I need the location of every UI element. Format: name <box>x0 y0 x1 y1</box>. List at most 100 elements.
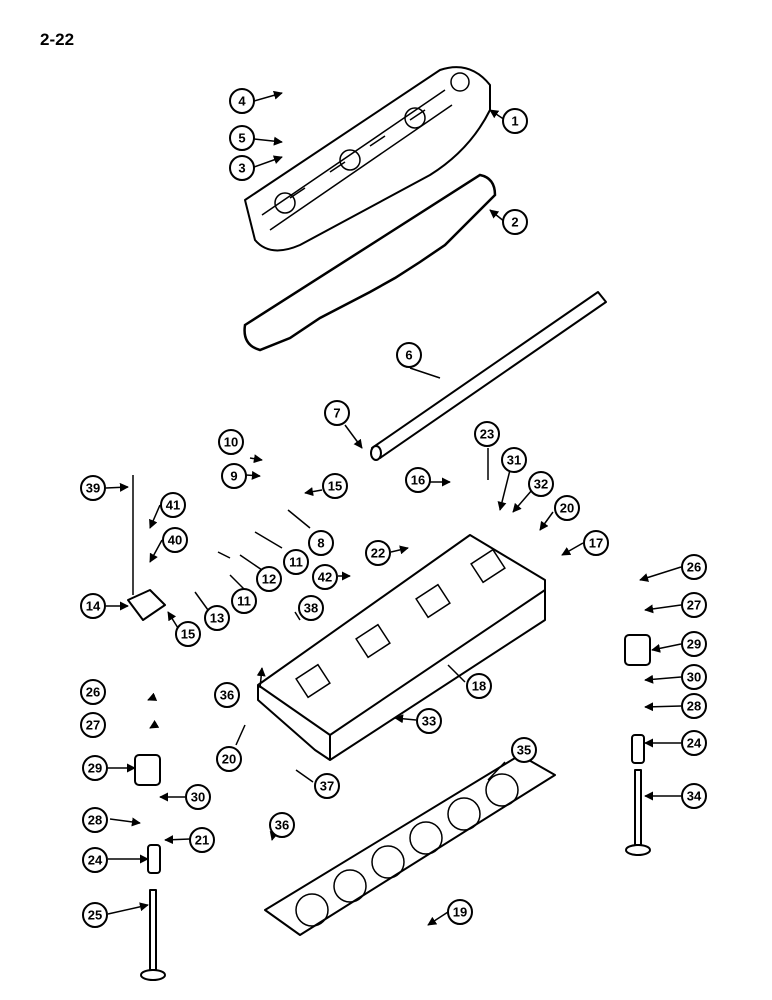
callout: 24 <box>681 730 707 756</box>
callout: 11 <box>231 588 257 614</box>
callout: 11 <box>283 549 309 575</box>
svg-text:15: 15 <box>328 479 342 494</box>
callout: 42 <box>312 564 338 590</box>
svg-text:41: 41 <box>166 498 180 513</box>
head-gasket <box>264 754 556 936</box>
callout: 14 <box>80 593 106 619</box>
svg-text:2: 2 <box>511 215 518 230</box>
callout: 8 <box>308 530 334 556</box>
cylinder-head <box>257 534 546 761</box>
svg-text:40: 40 <box>168 533 182 548</box>
svg-text:24: 24 <box>687 736 702 751</box>
svg-text:28: 28 <box>687 699 701 714</box>
svg-text:4: 4 <box>238 94 246 109</box>
callout: 40 <box>162 527 188 553</box>
svg-text:30: 30 <box>191 790 205 805</box>
svg-text:8: 8 <box>317 536 324 551</box>
callout: 30 <box>681 664 707 690</box>
left-valve-stack <box>134 754 166 981</box>
svg-text:27: 27 <box>687 598 701 613</box>
callout: 26 <box>681 554 707 580</box>
svg-text:28: 28 <box>88 813 102 828</box>
rocker-cover <box>244 66 491 252</box>
callout: 29 <box>82 755 108 781</box>
svg-text:7: 7 <box>333 406 340 421</box>
svg-text:10: 10 <box>224 435 238 450</box>
svg-text:36: 36 <box>275 818 289 833</box>
rocker-support-bracket <box>127 475 166 621</box>
callout: 28 <box>681 693 707 719</box>
svg-text:11: 11 <box>289 555 303 570</box>
svg-text:42: 42 <box>318 570 332 585</box>
svg-text:36: 36 <box>220 688 234 703</box>
callout: 25 <box>82 902 108 928</box>
callout: 19 <box>447 899 473 925</box>
callout: 26 <box>80 679 106 705</box>
callout: 12 <box>256 566 282 592</box>
svg-text:37: 37 <box>320 779 334 794</box>
callout: 36 <box>214 682 240 708</box>
callout: 38 <box>298 595 324 621</box>
callout: 27 <box>80 712 106 738</box>
svg-text:15: 15 <box>181 627 195 642</box>
callout: 20 <box>554 495 580 521</box>
svg-text:20: 20 <box>222 752 236 767</box>
callout: 35 <box>511 737 537 763</box>
callout: 29 <box>681 631 707 657</box>
callout: 16 <box>405 467 431 493</box>
callout: 2 <box>502 209 528 235</box>
callout: 15 <box>322 473 348 499</box>
svg-text:30: 30 <box>687 670 701 685</box>
callout: 9 <box>221 463 247 489</box>
svg-text:24: 24 <box>88 853 103 868</box>
svg-text:22: 22 <box>371 546 385 561</box>
svg-text:16: 16 <box>411 473 425 488</box>
callout: 5 <box>229 125 255 151</box>
callout: 15 <box>175 621 201 647</box>
callout: 6 <box>396 342 422 368</box>
svg-text:1: 1 <box>511 114 518 129</box>
svg-text:32: 32 <box>534 477 548 492</box>
callout: 34 <box>681 783 707 809</box>
callout: 33 <box>416 708 442 734</box>
svg-text:26: 26 <box>687 560 701 575</box>
leader-lines <box>105 90 682 926</box>
rocker-cover-gasket <box>243 173 497 352</box>
svg-text:35: 35 <box>517 743 531 758</box>
callout: 41 <box>160 492 186 518</box>
svg-text:11: 11 <box>237 594 251 609</box>
svg-text:14: 14 <box>86 599 101 614</box>
svg-text:17: 17 <box>589 536 603 551</box>
svg-text:39: 39 <box>86 481 100 496</box>
callout: 7 <box>324 400 350 426</box>
callout: 32 <box>528 471 554 497</box>
callout: 4 <box>229 88 255 114</box>
callout: 27 <box>681 592 707 618</box>
svg-text:6: 6 <box>405 348 412 363</box>
svg-text:18: 18 <box>472 679 486 694</box>
svg-text:27: 27 <box>86 718 100 733</box>
page-number: 2-22 <box>40 30 75 49</box>
svg-text:25: 25 <box>88 908 102 923</box>
svg-text:3: 3 <box>238 161 245 176</box>
svg-text:29: 29 <box>687 637 701 652</box>
svg-text:19: 19 <box>453 905 467 920</box>
callout: 36 <box>269 812 295 838</box>
callout: 3 <box>229 155 255 181</box>
right-valve-stack <box>624 634 651 856</box>
callout: 17 <box>583 530 609 556</box>
callout: 18 <box>466 673 492 699</box>
svg-text:33: 33 <box>422 714 436 729</box>
callout: 24 <box>82 847 108 873</box>
svg-text:12: 12 <box>262 572 276 587</box>
callout: 22 <box>365 540 391 566</box>
callout: 37 <box>314 773 340 799</box>
svg-text:9: 9 <box>230 469 237 484</box>
callout: 23 <box>474 421 500 447</box>
callout: 30 <box>185 784 211 810</box>
svg-text:34: 34 <box>687 789 702 804</box>
svg-text:26: 26 <box>86 685 100 700</box>
callout: 28 <box>82 807 108 833</box>
svg-text:29: 29 <box>88 761 102 776</box>
